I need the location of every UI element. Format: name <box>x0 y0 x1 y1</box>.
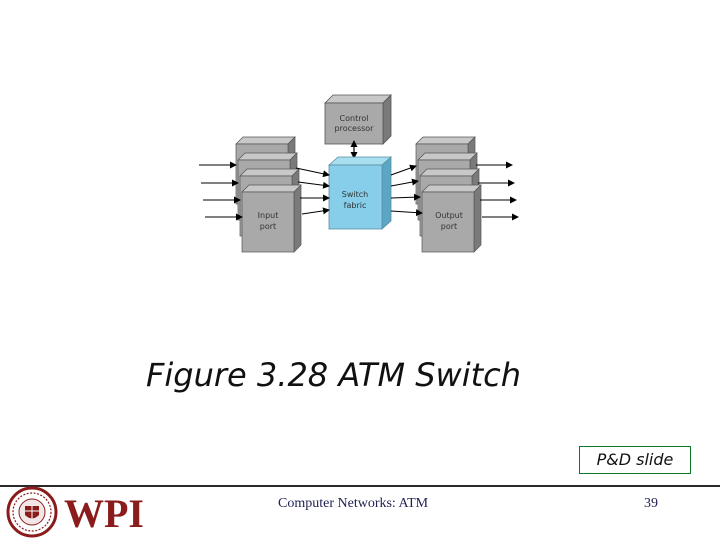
input-port-label-1: Input <box>258 211 279 220</box>
control-processor-label-1: Control <box>340 114 369 123</box>
output-port-label-2: port <box>441 222 457 231</box>
input-fabric-arrow <box>297 181 330 189</box>
switch-fabric-box: Switch fabric <box>327 156 393 230</box>
input-port-stack: Input port <box>235 136 302 253</box>
output-port-label-1: Output <box>435 211 463 220</box>
output-arrows <box>476 161 519 221</box>
output-port-box: Output port <box>421 184 482 253</box>
fabric-output-arrow <box>390 178 419 187</box>
fabric-to-output-arrows <box>390 164 423 217</box>
wpi-seal-icon <box>6 486 58 538</box>
footer-title: Computer Networks: ATM <box>278 496 429 511</box>
footer-divider <box>0 485 720 487</box>
pd-slide-badge: P&D slide <box>579 446 691 474</box>
switch-fabric-label-2: fabric <box>344 201 367 210</box>
output-port-stack: Output port <box>415 136 482 253</box>
input-arrows <box>199 161 243 221</box>
atm-switch-diagram: Control processor Switch fabric <box>199 94 519 253</box>
fabric-output-arrow <box>390 209 423 217</box>
fabric-output-arrow <box>390 193 421 201</box>
input-to-fabric-arrows <box>295 167 330 215</box>
input-port-label-2: port <box>260 222 276 231</box>
switch-fabric-label-1: Switch <box>342 190 368 199</box>
wpi-logo: WPI <box>6 486 144 538</box>
input-port-box: Input port <box>241 184 302 253</box>
page-number: 39 <box>644 496 658 511</box>
fabric-output-arrow <box>390 164 417 176</box>
control-processor-label-2: processor <box>335 124 375 133</box>
input-fabric-arrow <box>301 207 330 215</box>
wpi-logo-wordmark: WPI <box>64 491 144 536</box>
input-fabric-arrow <box>295 167 330 178</box>
figure-title: Figure 3.28 ATM Switch <box>146 356 522 394</box>
control-processor-box: Control processor <box>324 94 392 145</box>
